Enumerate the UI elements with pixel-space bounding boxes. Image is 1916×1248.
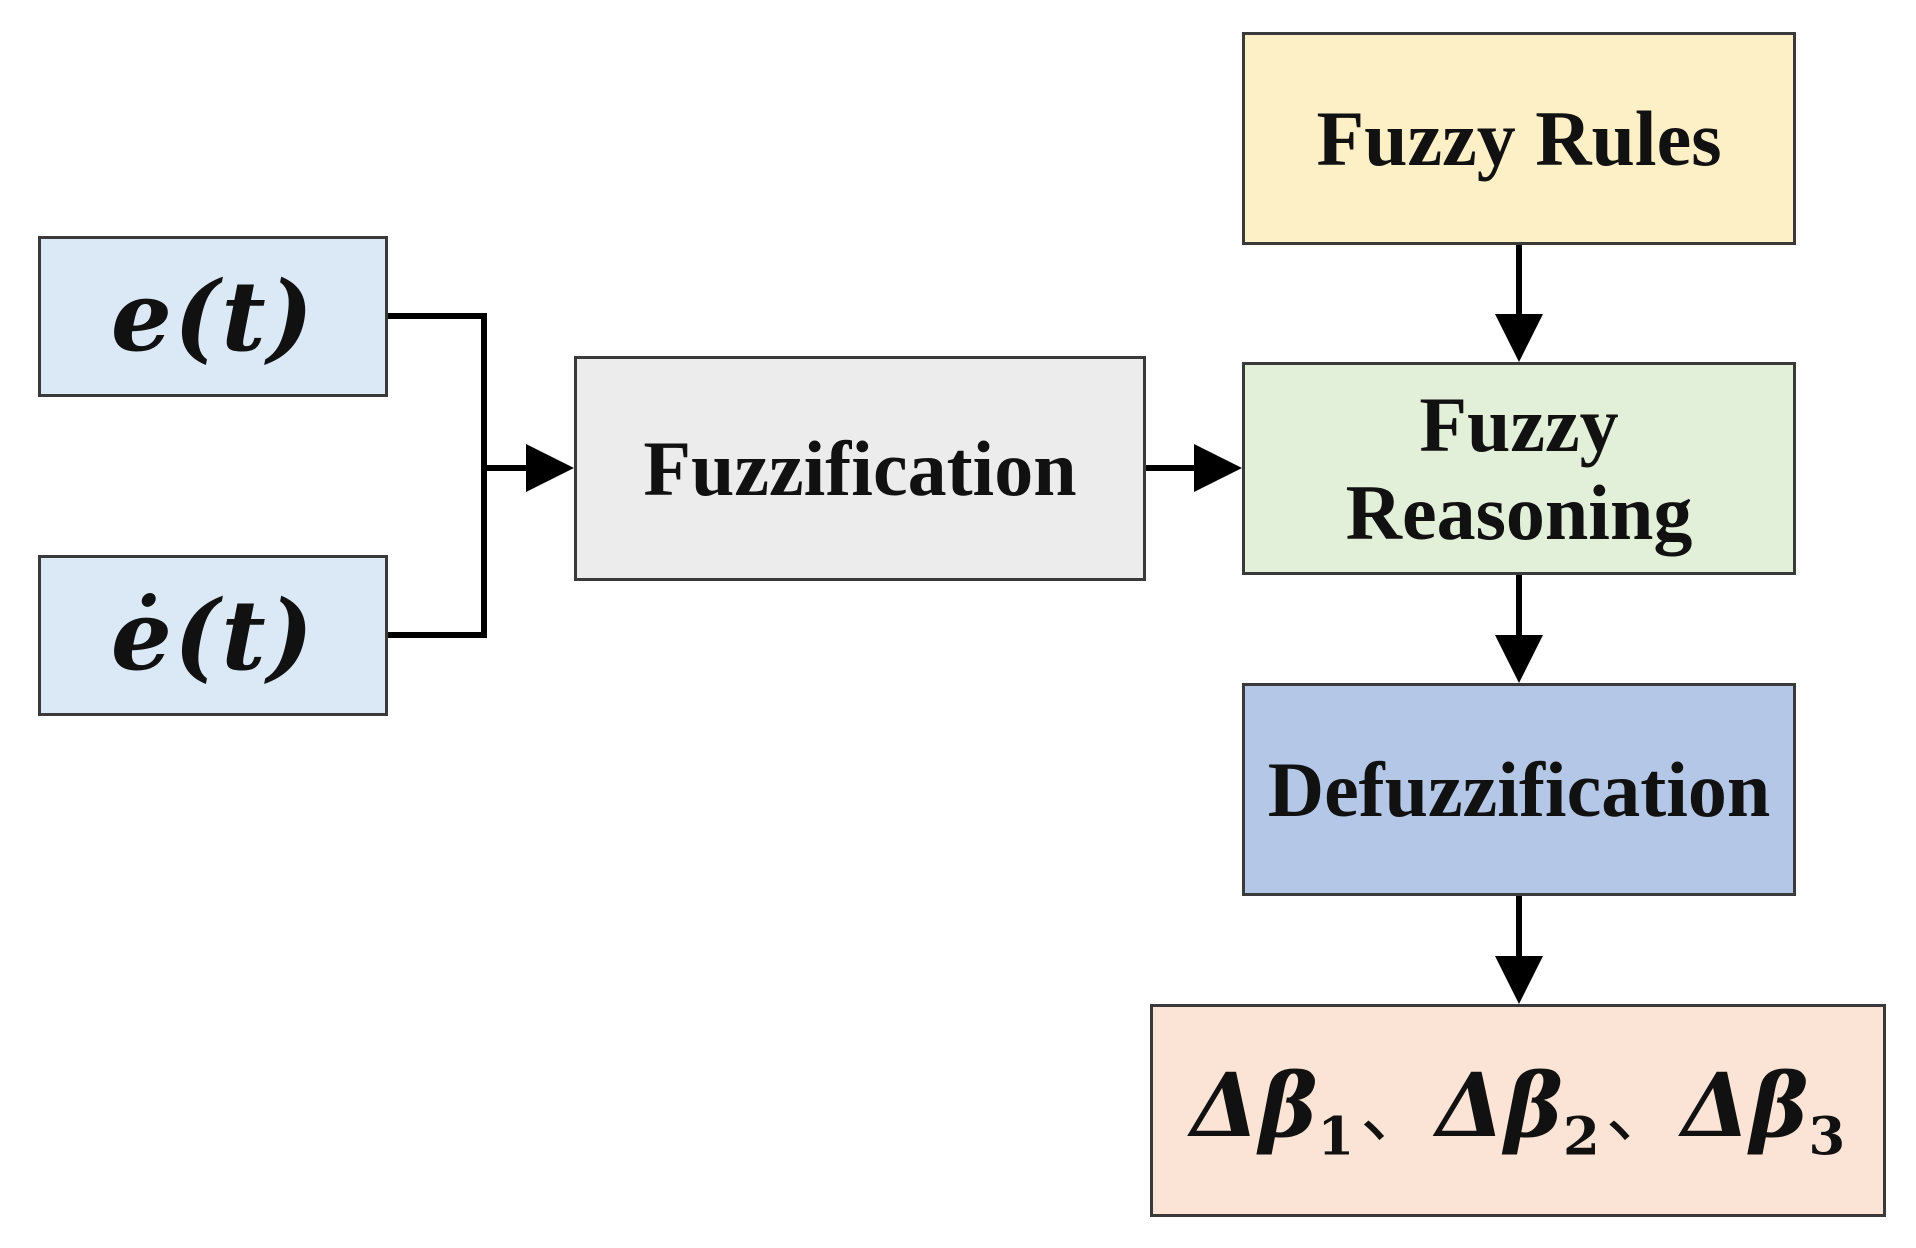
error-derivative-box: ė(t)	[38, 555, 388, 716]
connector-error-derivative-to-merge	[388, 468, 487, 638]
fuzzy-reasoning-label-line2: Reasoning	[1345, 468, 1693, 556]
fuzzy-rules-box: Fuzzy Rules	[1242, 32, 1796, 245]
error-label: e(t)	[110, 260, 316, 373]
fuzzification-label: Fuzzification	[643, 424, 1077, 512]
output-term-3: Δβ3	[1681, 1053, 1846, 1168]
defuzzification-label: Defuzzification	[1267, 745, 1771, 833]
fuzzy-reasoning-box: Fuzzy Reasoning	[1242, 362, 1796, 575]
output-box: Δβ1、Δβ2、Δβ3	[1150, 1004, 1886, 1217]
defuzzification-box: Defuzzification	[1242, 683, 1796, 896]
output-separator-2: 、	[1605, 1071, 1676, 1154]
output-separator-1: 、	[1360, 1071, 1431, 1154]
fuzzy-rules-label: Fuzzy Rules	[1316, 94, 1722, 182]
connector-error-to-merge	[388, 313, 487, 468]
error-box: e(t)	[38, 236, 388, 397]
fuzzy-reasoning-label-line1: Fuzzy	[1419, 381, 1619, 469]
output-term-2: Δβ2	[1436, 1053, 1600, 1168]
error-derivative-label: ė(t)	[110, 579, 316, 692]
fuzzification-box: Fuzzification	[574, 356, 1146, 581]
output-label: Δβ1、Δβ2、Δβ3	[1191, 1053, 1845, 1167]
output-term-1: Δβ1	[1190, 1053, 1355, 1168]
